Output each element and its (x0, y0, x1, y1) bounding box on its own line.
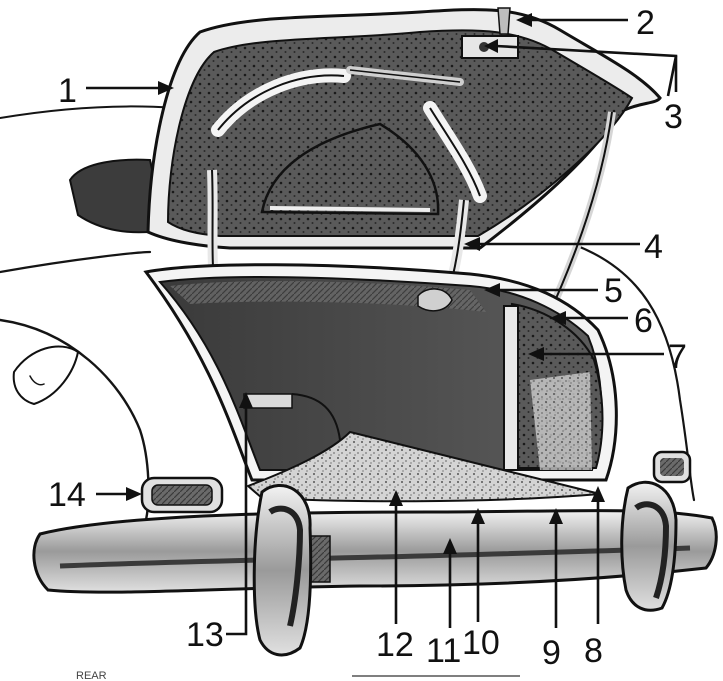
callout-14: 14 (48, 476, 86, 514)
bumper-guard-left (252, 484, 313, 657)
rear-bumper (32, 480, 718, 657)
callout-6: 6 (634, 302, 653, 340)
tail-lamp-right (652, 450, 692, 484)
callout-12: 12 (376, 626, 414, 664)
callout-1: 1 (58, 72, 77, 110)
callout-3: 3 (664, 98, 683, 136)
callout-2: 2 (636, 4, 655, 42)
callout-8: 8 (584, 632, 603, 670)
tail-lamp-left (140, 476, 224, 514)
callout-labels: 1 2 3 4 5 6 7 8 9 10 11 12 13 14 (48, 4, 687, 672)
fender-badge (12, 345, 80, 406)
divider-board (503, 305, 519, 471)
callout-9: 9 (542, 634, 561, 672)
callout-4: 4 (644, 228, 663, 266)
callout-leaders (86, 13, 678, 636)
callout-13: 13 (186, 616, 224, 654)
trunk-lid (146, 7, 662, 372)
floor-mat (246, 430, 601, 503)
callout-11: 11 (426, 632, 461, 670)
callout-5: 5 (604, 272, 623, 310)
callout-7: 7 (668, 338, 687, 376)
lid-recess (260, 122, 440, 216)
caption-fragment: REAR (76, 670, 107, 681)
callout-10: 10 (462, 624, 500, 662)
trunk-compartment (143, 263, 618, 503)
